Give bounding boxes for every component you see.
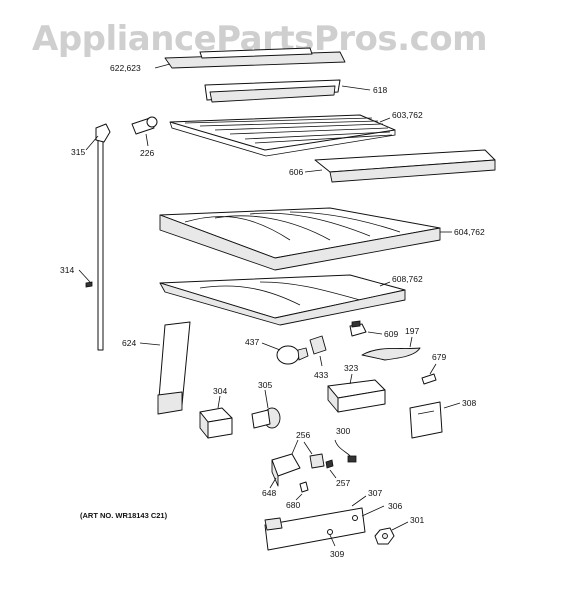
part-609-grommet[interactable] — [349, 320, 367, 337]
callout-433: 433 — [314, 370, 328, 380]
part-226-knob[interactable] — [131, 116, 158, 135]
callout-304: 304 — [213, 386, 227, 396]
callout-606: 606 — [289, 167, 303, 177]
callout-257: 257 — [336, 478, 350, 488]
callout-679: 679 — [432, 352, 446, 362]
part-606-cover[interactable] — [314, 149, 496, 183]
part-308-plate[interactable] — [409, 401, 443, 439]
callout-624: 624 — [122, 338, 136, 348]
callout-314: 314 — [60, 265, 74, 275]
callout-300: 300 — [336, 426, 350, 436]
callout-308: 308 — [462, 398, 476, 408]
part-314-rod[interactable] — [85, 123, 111, 351]
part-257-clip[interactable] — [325, 459, 334, 469]
callout-309: 309 — [330, 549, 344, 559]
callout-608: 608,762 — [392, 274, 423, 284]
part-608-pan[interactable] — [159, 274, 406, 326]
callout-305: 305 — [258, 380, 272, 390]
callout-226: 226 — [140, 148, 154, 158]
part-679-screw[interactable] — [421, 373, 437, 385]
callout-622: 622,623 — [110, 63, 141, 73]
callout-648: 648 — [262, 488, 276, 498]
part-323-housing[interactable] — [327, 379, 386, 413]
part-622-top-cover[interactable] — [164, 47, 346, 69]
callout-604: 604,762 — [454, 227, 485, 237]
callout-306: 306 — [388, 501, 402, 511]
part-618-shield[interactable] — [204, 79, 341, 103]
callout-680: 680 — [286, 500, 300, 510]
part-256-connector[interactable] — [309, 453, 325, 469]
callout-197: 197 — [405, 326, 419, 336]
art-number: (ART NO. WR18143 C21) — [80, 511, 168, 520]
part-604-frame[interactable] — [159, 207, 441, 271]
callout-256: 256 — [296, 430, 310, 440]
part-603-shelf[interactable] — [169, 114, 396, 157]
callout-618: 618 — [373, 85, 387, 95]
callout-437: 437 — [245, 337, 259, 347]
part-305-dial[interactable] — [251, 407, 281, 429]
part-307-bracket[interactable] — [264, 507, 366, 551]
callout-603: 603,762 — [392, 110, 423, 120]
part-680-screw[interactable] — [299, 481, 309, 493]
callout-307: 307 — [368, 488, 382, 498]
callout-315: 315 — [71, 147, 85, 157]
callout-609: 609 — [384, 329, 398, 339]
callout-301: 301 — [410, 515, 424, 525]
callout-323: 323 — [344, 363, 358, 373]
part-624-bracket[interactable] — [157, 321, 191, 415]
part-437-bulb[interactable] — [276, 345, 309, 365]
part-197-clip[interactable] — [361, 347, 421, 361]
part-433-socket[interactable] — [309, 335, 327, 355]
part-648-switch[interactable] — [271, 439, 301, 487]
part-304-block[interactable] — [199, 407, 233, 439]
part-301-nut[interactable] — [374, 527, 395, 545]
part-300-harness[interactable] — [334, 439, 357, 463]
